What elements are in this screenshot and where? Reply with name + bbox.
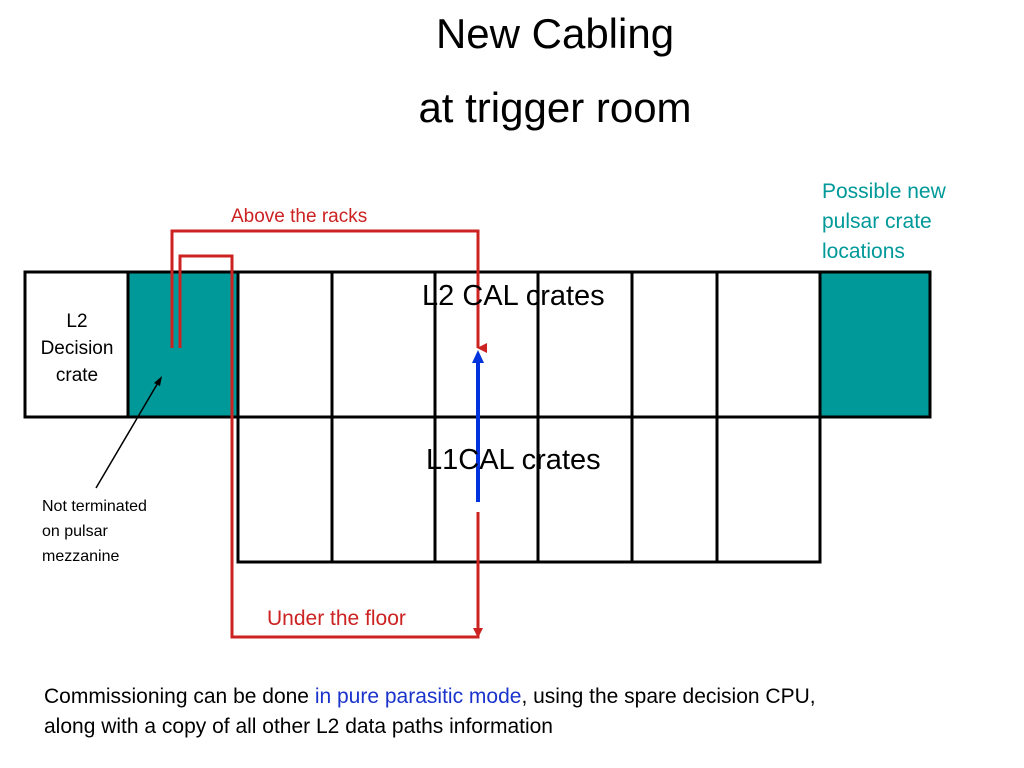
not-terminated-arrowhead <box>154 376 162 386</box>
l2-decision-line3: crate <box>55 365 99 386</box>
not-terminated-label: Not terminated on pulsar mezzanine <box>42 494 147 569</box>
slide-title-line1: New Cabling <box>435 10 675 57</box>
pulsar-label-line1: Possible new <box>822 180 946 203</box>
commissioning-part1: Commissioning can be done <box>44 685 315 708</box>
commissioning-part2: , using the spare decision CPU, <box>521 685 816 708</box>
commissioning-line1: Commissioning can be done in pure parasi… <box>44 682 1014 712</box>
l1cal-crate-dividers <box>330 417 719 562</box>
parasitic-mode-highlight: in pure parasitic mode <box>314 685 522 708</box>
cable-under-floor <box>178 254 480 639</box>
not-terminated-pointer <box>95 380 160 489</box>
l1cal-crate-row <box>236 415 822 564</box>
l2-decision-line1: L2 <box>66 311 88 332</box>
pulsar-label-line3: locations <box>822 240 905 263</box>
cable-above-racks <box>170 229 487 353</box>
l2cal-crate-dividers <box>330 272 719 417</box>
l1cal-crates-label: L1CAL crates <box>426 444 601 476</box>
above-racks-label: Above the racks <box>231 206 368 227</box>
pulsar-crate-right <box>818 270 932 419</box>
l2-decision-crate-label: L2 Decision crate <box>26 308 128 389</box>
l2-decision-line2: Decision <box>40 338 114 359</box>
possible-pulsar-locations-label: Possible new pulsar crate locations <box>822 177 946 267</box>
cable-under-floor-arrowhead <box>473 628 483 638</box>
not-terminated-line1: Not terminated <box>42 498 147 515</box>
commissioning-note: Commissioning can be done in pure parasi… <box>44 682 1014 742</box>
pulsar-crate-left <box>126 270 240 419</box>
not-terminated-line2: on pulsar <box>42 523 108 540</box>
l2cal-crates-label: L2 CAL crates <box>422 280 605 312</box>
slide-title-line2: at trigger room <box>418 84 692 131</box>
l2-decision-crate <box>23 270 130 419</box>
pulsar-label-line2: pulsar crate <box>822 210 932 233</box>
l1-to-l2-blue-arrowhead <box>472 350 484 363</box>
commissioning-line2: along with a copy of all other L2 data p… <box>44 715 553 738</box>
under-floor-label: Under the floor <box>267 607 406 630</box>
not-terminated-line3: mezzanine <box>42 548 120 565</box>
